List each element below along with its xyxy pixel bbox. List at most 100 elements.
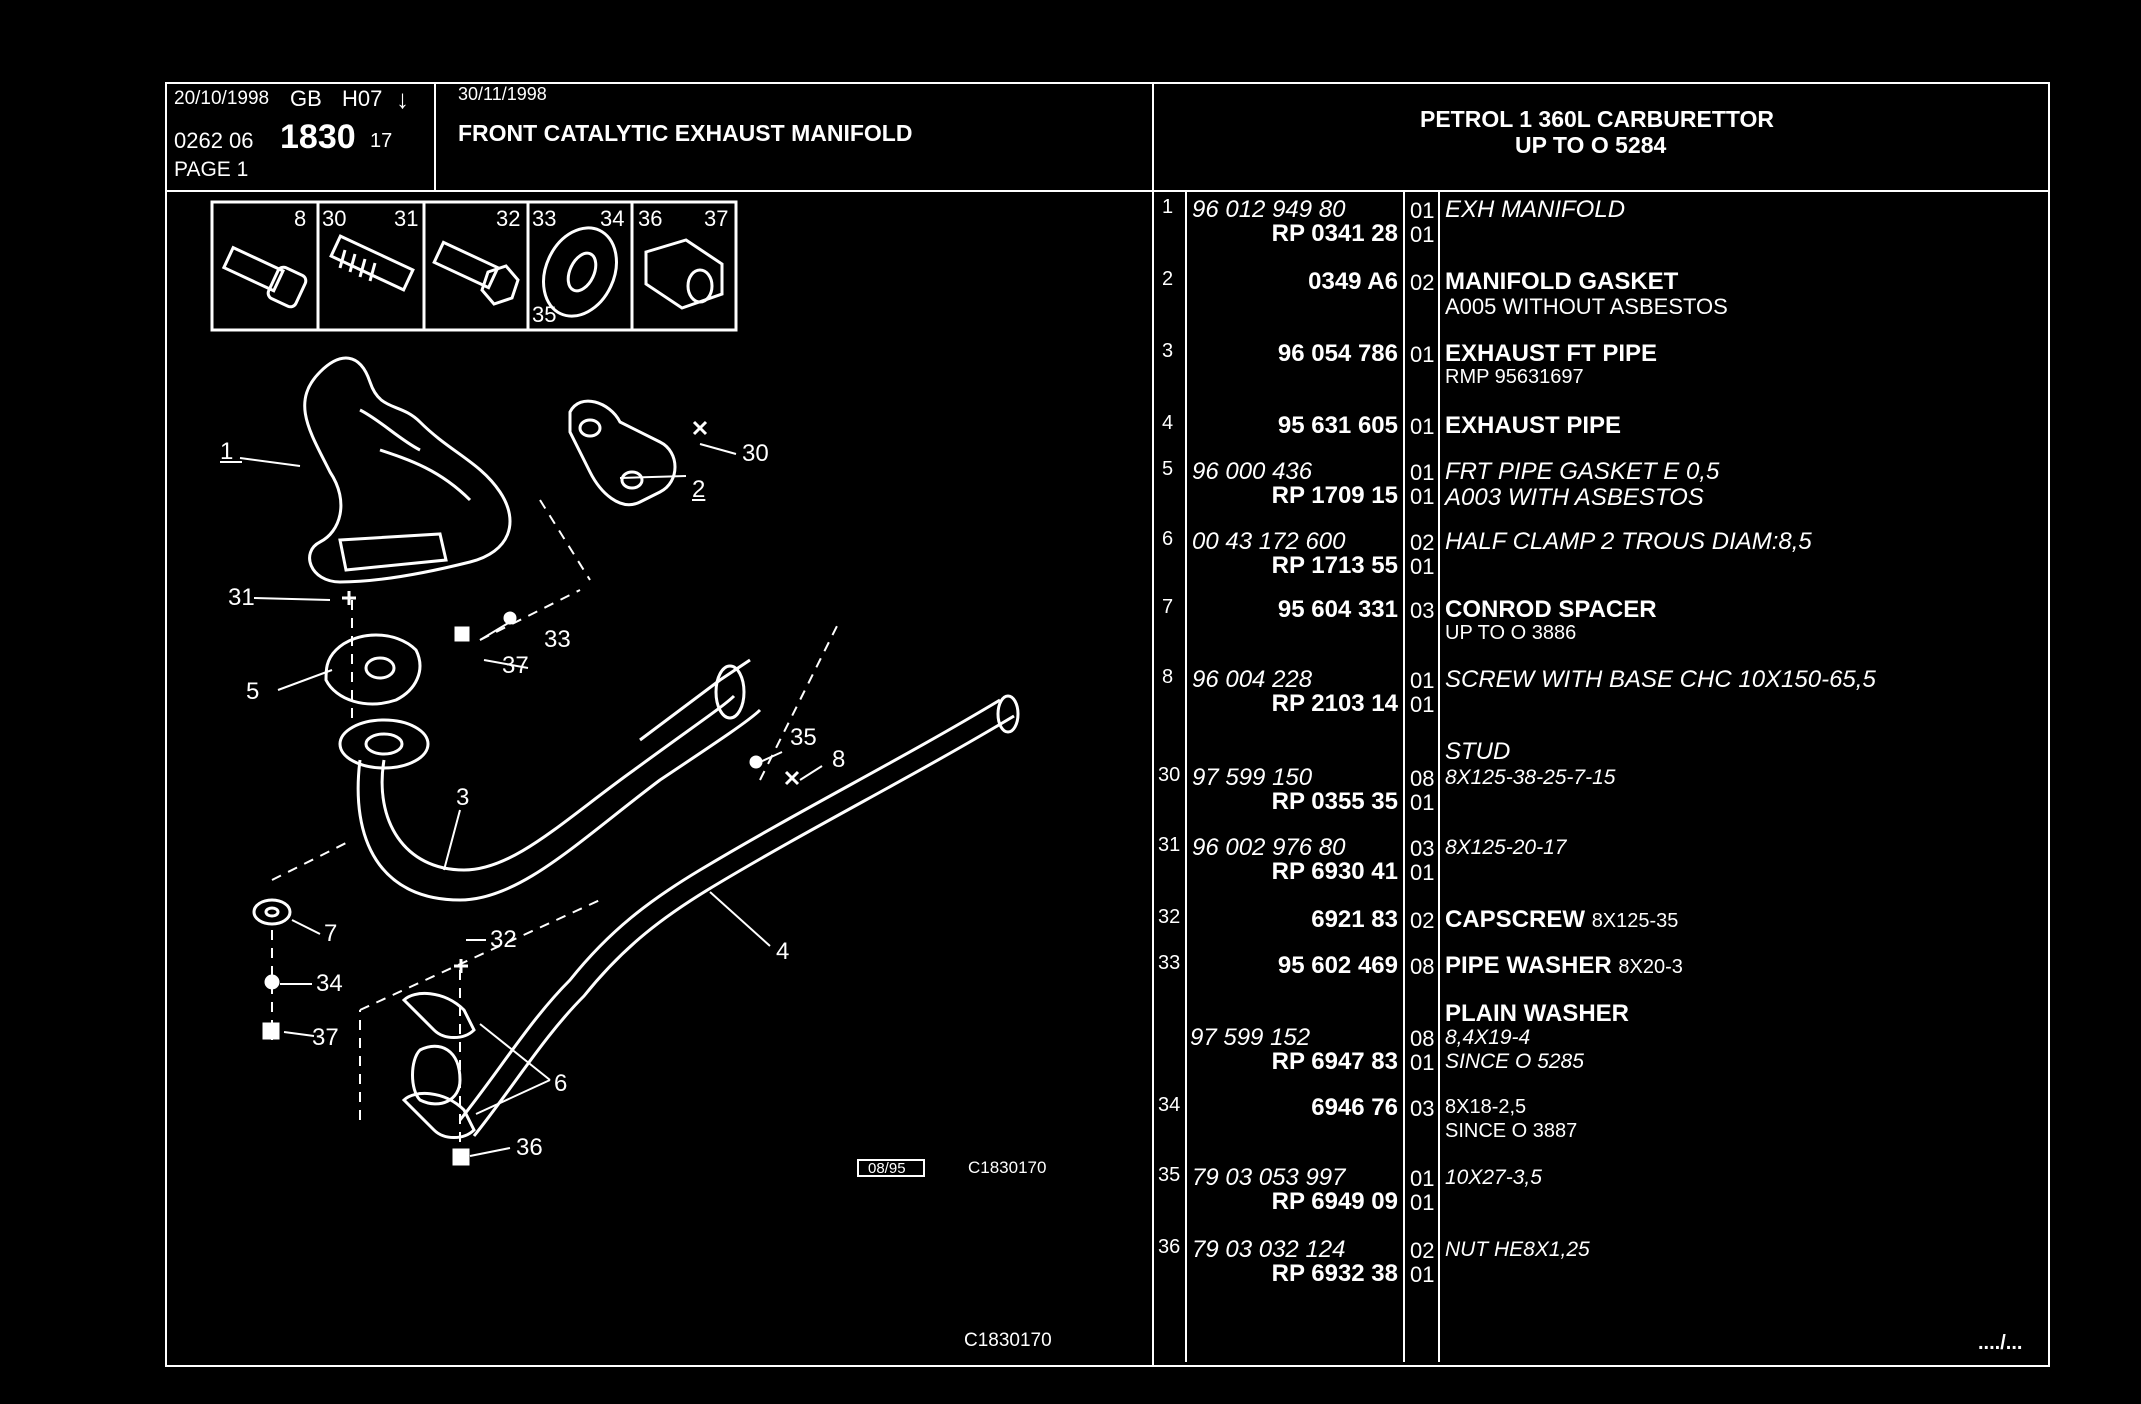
divider-item-col xyxy=(1185,192,1187,1362)
part-ref-2: RP 6932 38 xyxy=(1271,1260,1398,1287)
callout-4: 4 xyxy=(776,938,790,965)
item-number: 8 xyxy=(1162,666,1174,688)
divider-header-bottom xyxy=(167,190,2048,192)
fixing-label-8: 8 xyxy=(294,206,307,231)
engine-line-1: PETROL 1 360L CARBURETTOR xyxy=(1420,106,1775,132)
callout-34: 34 xyxy=(316,970,343,997)
fixing-label-36: 36 xyxy=(638,206,663,231)
item-number: 6 xyxy=(1162,528,1174,550)
part-ref-2: RP 0341 28 xyxy=(1271,220,1398,247)
description-detail: A003 WITH ASBESTOS xyxy=(1445,484,1704,511)
screw-icon xyxy=(221,245,308,309)
continued-marker: ..../... xyxy=(1978,1332,2023,1354)
divider-main xyxy=(1152,84,1154,1365)
fixing-label-33: 33 xyxy=(532,206,557,231)
qty-2: 01 xyxy=(1410,860,1435,885)
description: NUT HE8X1,25 xyxy=(1445,1238,1590,1261)
part-ref-2: 95 602 469 xyxy=(1277,952,1398,979)
callout-5: 5 xyxy=(246,678,260,705)
description: EXHAUST FT PIPE xyxy=(1445,340,1658,367)
item-number: 33 xyxy=(1158,952,1181,974)
qty-1: 02 xyxy=(1410,270,1435,295)
description: FRT PIPE GASKET E 0,5 xyxy=(1445,458,1720,485)
description: 8X18-2,5 xyxy=(1445,1096,1527,1118)
divider-qty-col-left xyxy=(1403,192,1405,1362)
part-ref-1: 97 599 150 xyxy=(1192,764,1313,791)
qty-2: 01 xyxy=(1410,1262,1435,1287)
item-number: 4 xyxy=(1162,412,1174,434)
item-number: 31 xyxy=(1158,834,1181,856)
date-right: 30/11/1998 xyxy=(458,84,547,104)
description: PIPE WASHER 8X20-3 xyxy=(1445,952,1683,980)
description: PLAIN WASHER xyxy=(1445,1000,1630,1027)
fixing-label-37: 37 xyxy=(704,206,729,231)
part-ref-1: 96 002 976 80 xyxy=(1192,834,1346,861)
half-clamp-drawing xyxy=(401,991,476,1139)
page-title: FRONT CATALYTIC EXHAUST MANIFOLD xyxy=(458,120,913,146)
description-size: 8X125-35 xyxy=(1591,910,1679,932)
part-ref-2: 95 631 605 xyxy=(1277,412,1398,439)
pipe-gasket-drawing xyxy=(324,633,422,706)
fixing-label-34: 34 xyxy=(600,206,625,231)
part-ref-1: 96 012 949 80 xyxy=(1192,196,1346,223)
callout-6: 6 xyxy=(554,1070,568,1097)
qty-1: 01 xyxy=(1410,414,1435,439)
part-ref-1: 79 03 053 997 xyxy=(1192,1164,1346,1191)
manifold-drawing xyxy=(303,356,512,584)
qty-2: 01 xyxy=(1410,554,1435,579)
item-number: 7 xyxy=(1162,596,1174,618)
qty-1: 08 xyxy=(1410,1026,1435,1051)
divider-header-left xyxy=(434,84,436,192)
washer-icon xyxy=(542,226,618,318)
qty-1: 01 xyxy=(1410,1166,1435,1191)
part-ref-2: RP 6947 83 xyxy=(1271,1048,1398,1075)
description-main: CAPSCREW xyxy=(1445,906,1586,933)
description-detail: RMP 95631697 xyxy=(1445,366,1584,388)
part-ref-1: 97 599 152 xyxy=(1190,1024,1311,1051)
part-ref-2: 6946 76 xyxy=(1311,1094,1398,1121)
callout-32: 32 xyxy=(490,926,517,953)
callout-30: 30 xyxy=(742,440,769,467)
description-main: PIPE WASHER xyxy=(1445,952,1612,979)
front-pipe-drawing xyxy=(338,658,762,902)
qty-2: 01 xyxy=(1410,692,1435,717)
part-ref-1: 96 004 228 xyxy=(1192,666,1313,693)
qty-1: 01 xyxy=(1410,668,1435,693)
qty-2: 01 xyxy=(1410,790,1435,815)
engine-line-2: UP TO O 5284 xyxy=(1515,132,1667,158)
item-number: 1 xyxy=(1162,196,1174,218)
fixing-label-35: 35 xyxy=(532,302,557,327)
description-detail: UP TO O 3886 xyxy=(1445,622,1577,644)
callout-leaders xyxy=(220,443,823,1157)
description-size: 8X20-3 xyxy=(1618,956,1683,978)
item-number: 5 xyxy=(1162,458,1174,480)
stamp-date: 08/95 xyxy=(868,1160,906,1177)
part-ref-2: 95 604 331 xyxy=(1277,596,1398,623)
callout-33: 33 xyxy=(544,626,571,653)
model-code: H07 xyxy=(342,86,383,111)
part-ref-2: RP 0355 35 xyxy=(1271,788,1398,815)
nut-icon xyxy=(644,238,724,310)
divider-qty-col-right xyxy=(1438,192,1440,1362)
part-ref-2: RP 1709 15 xyxy=(1271,482,1398,509)
part-ref-2: RP 6949 09 xyxy=(1271,1188,1398,1215)
description: MANIFOLD GASKET xyxy=(1445,268,1679,295)
part-ref-2: 6921 83 xyxy=(1311,906,1398,933)
capscrew-icon xyxy=(432,240,520,306)
description-detail: A005 WITHOUT ASBESTOS xyxy=(1445,294,1728,319)
qty-1: 03 xyxy=(1410,1096,1435,1121)
description: HALF CLAMP 2 TROUS DIAM:8,5 xyxy=(1445,528,1812,555)
item-number: 3 xyxy=(1162,340,1174,362)
callout-7: 7 xyxy=(324,920,338,947)
description: 8X125-20-17 xyxy=(1445,836,1567,859)
part-ref-2: 0349 A6 xyxy=(1308,268,1398,295)
fixing-label-31: 31 xyxy=(394,206,419,231)
description: CONROD SPACER xyxy=(1445,596,1657,623)
callout-37: 37 xyxy=(502,652,529,679)
qty-2: 01 xyxy=(1410,222,1435,247)
qty-1: 01 xyxy=(1410,342,1435,367)
qty-1: 01 xyxy=(1410,460,1435,485)
qty-1: 03 xyxy=(1410,598,1435,623)
description: 8,4X19-4 xyxy=(1445,1026,1531,1049)
